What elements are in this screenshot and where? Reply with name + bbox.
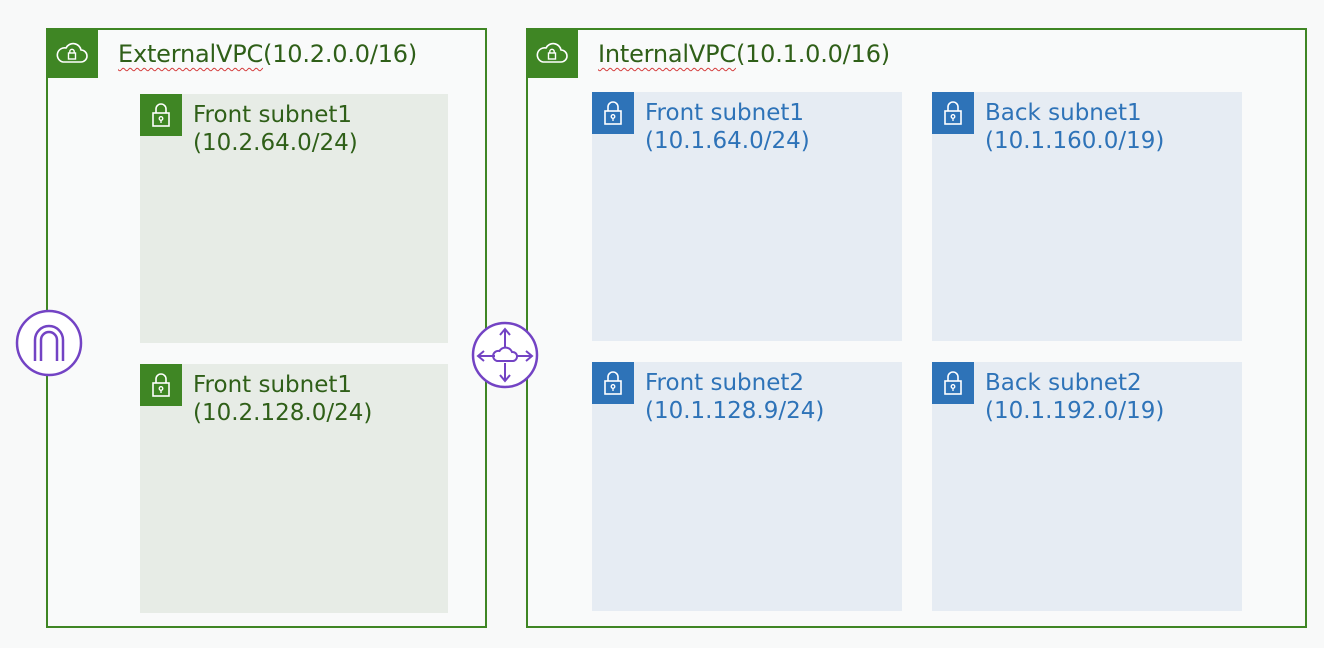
subnet-name: Front subnet1 [193,102,353,128]
vpc-name: ExternalVPC [118,40,264,68]
vpc-cloud-lock-icon [526,28,578,78]
vpc-title: InternalVPC(10.1.0.0/16) [598,40,890,68]
subnet-box[interactable]: Front subnet1 (10.1.64.0/24) [592,92,902,341]
transit-gateway-icon[interactable] [471,321,539,389]
lock-icon [592,92,634,134]
lock-icon [932,92,974,134]
subnet-cidr: (10.1.128.9/24) [645,398,825,424]
subnet-name: Front subnet2 [645,370,805,396]
subnet-cidr: (10.1.160.0/19) [985,128,1165,154]
subnet-name: Back subnet1 [985,100,1142,126]
subnet-cidr: (10.2.128.0/24) [193,400,373,426]
vpc-cloud-lock-icon [46,28,98,78]
subnet-box[interactable]: Front subnet1 (10.2.128.0/24) [140,364,448,613]
subnet-label: Front subnet1 (10.2.128.0/24) [193,371,372,427]
subnet-name: Front subnet1 [193,372,353,398]
vpc-cidr: (10.1.0.0/16) [735,40,890,68]
subnet-name: Front subnet1 [645,100,805,126]
subnet-name: Back subnet2 [985,370,1142,396]
vpc-title: ExternalVPC(10.2.0.0/16) [118,40,417,68]
subnet-box[interactable]: Back subnet1 (10.1.160.0/19) [932,92,1242,341]
subnet-label: Front subnet1 (10.2.64.0/24) [193,101,358,157]
lock-icon [932,362,974,404]
vpc-name: InternalVPC [598,40,736,68]
lock-icon [140,364,182,406]
subnet-label: Front subnet2 (10.1.128.9/24) [645,369,824,425]
subnet-label: Back subnet1 (10.1.160.0/19) [985,99,1164,155]
lock-icon [140,94,182,136]
vpc-cidr: (10.2.0.0/16) [263,40,418,68]
subnet-cidr: (10.1.192.0/19) [985,398,1165,424]
subnet-cidr: (10.1.64.0/24) [645,128,810,154]
subnet-box[interactable]: Back subnet2 (10.1.192.0/19) [932,362,1242,611]
subnet-label: Front subnet1 (10.1.64.0/24) [645,99,810,155]
lock-icon [592,362,634,404]
subnet-box[interactable]: Front subnet2 (10.1.128.9/24) [592,362,902,611]
internet-gateway-icon[interactable] [15,309,83,377]
subnet-box[interactable]: Front subnet1 (10.2.64.0/24) [140,94,448,343]
subnet-label: Back subnet2 (10.1.192.0/19) [985,369,1164,425]
subnet-cidr: (10.2.64.0/24) [193,130,358,156]
